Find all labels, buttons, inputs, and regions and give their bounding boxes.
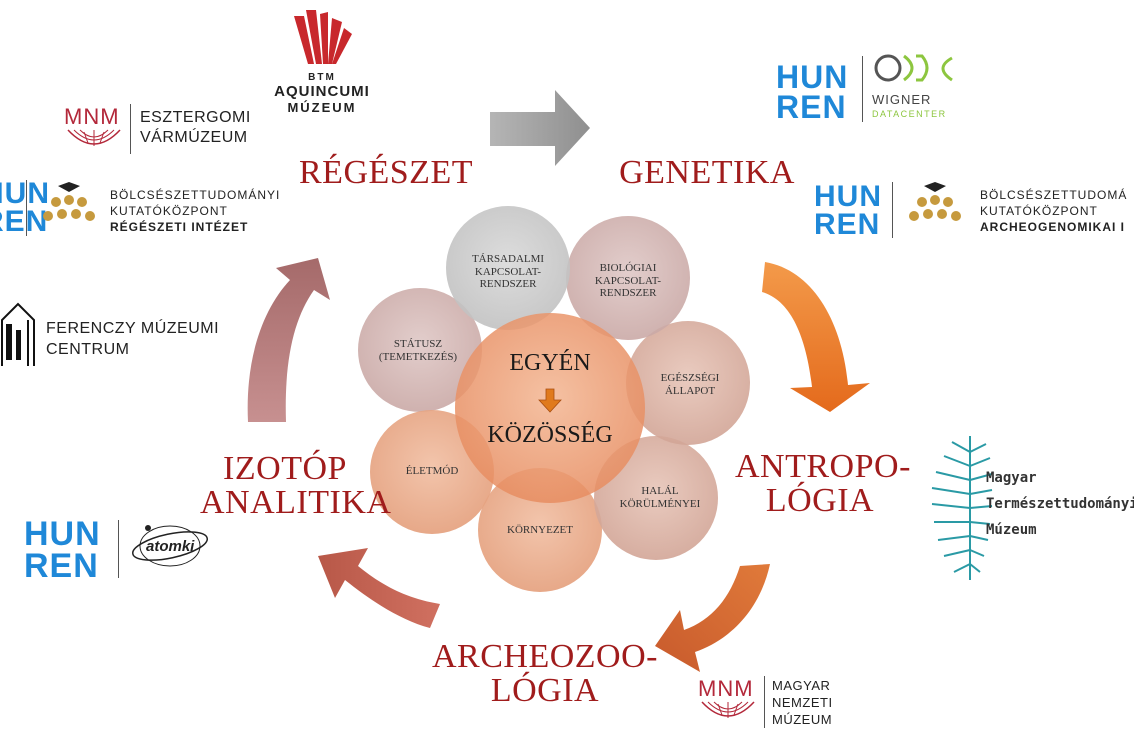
mnm-ornament-icon-2: [701, 701, 755, 718]
hunren-wordmark-regeszet: HUN REN: [0, 177, 50, 238]
esztergom-mnm-wordmark: MNM: [64, 104, 120, 129]
label-genetika: GENETIKA: [619, 154, 795, 191]
petal-label-egeszseg: EGÉSZSÉGI ÁLLAPOT: [660, 372, 720, 397]
petal-biologiai: [566, 216, 690, 340]
hunren-wordmark-archeogenomika: HUN REN: [814, 180, 882, 241]
mnm-ornament-icon: [67, 129, 121, 146]
petal-label-eletmod: ÉLETMÓD: [405, 465, 459, 477]
label-antropologia: ANTROPO- LÓGIA: [735, 448, 911, 519]
esztergom-divider: [130, 104, 131, 154]
arrow-archeozoologia-izotop: [318, 548, 440, 628]
hunren-wordmark-atomki: HUN REN: [24, 515, 101, 585]
petal-label-tarsadalmi: TÁRSADALMI KAPCSOLAT- RENDSZER: [471, 253, 545, 291]
petal-halal: [594, 436, 718, 560]
label-archeozoologia: ARCHEOZOO- LÓGIA: [432, 638, 658, 709]
hunren-divider-regeszet: [26, 180, 27, 236]
mnm-wordmark: MNM: [698, 676, 754, 701]
petal-label-halal: HALÁL KÖRÜLMÉNYEI: [619, 485, 701, 510]
esztergom-logo-text: ESZTERGOMI VÁRMÚZEUM: [140, 109, 251, 146]
aquincum-logo-icon: [294, 10, 352, 64]
arrow-genetika-antropologia: [762, 262, 870, 412]
mnm-logo-text: MAGYAR NEMZETI MÚZEUM: [772, 678, 833, 727]
label-izotop-analitika: IZOTÓP ANALITIKA: [200, 450, 392, 521]
hunren-divider-archeogenomika: [892, 182, 893, 238]
hunren-wordmark-wigner: HUN REN: [776, 59, 849, 125]
petal-label-biologiai: BIOLÓGIAI KAPCSOLAT- RENDSZER: [594, 262, 662, 300]
petal-egeszseg: [626, 321, 750, 445]
btk-archeogenomika-text: BÖLCSÉSZETTUDOMÁ KUTATÓKÖZPONT ARCHEOGEN…: [980, 188, 1128, 234]
btk-regeszet-text: BÖLCSÉSZETTUDOMÁNYI KUTATÓKÖZPONT RÉGÉSZ…: [110, 188, 281, 234]
arrow-izotop-regeszet: [247, 258, 330, 422]
petal-label-kornyezet: KÖRNYEZET: [507, 524, 573, 536]
petal-label-status: STÁTUSZ (TEMETKEZÉS): [378, 338, 458, 363]
label-regeszet: RÉGÉSZET: [299, 154, 473, 191]
wigner-logo-text: WIGNER DATACENTER: [872, 92, 947, 119]
mtm-logo-text: Magyar Természettudományi Múzeum: [986, 470, 1134, 538]
petal-tarsadalmi: [446, 206, 570, 330]
ferenczy-building-icon: [1, 302, 35, 366]
petal-status: [358, 288, 482, 412]
hunren-divider-atomki: [118, 520, 119, 578]
center-label-kozosseg: KÖZÖSSÉG: [487, 422, 613, 448]
arrow-antropologia-archeozoologia: [655, 564, 770, 672]
mnm-divider: [764, 676, 765, 728]
mtm-fern-icon: [931, 436, 993, 580]
hunren-divider-wigner: [862, 56, 863, 122]
center-label-egyen: EGYÉN: [509, 350, 591, 376]
wigner-wdc-icon: [874, 54, 953, 82]
atomki-wordmark: atomki: [146, 538, 195, 555]
btk-seeds-icon: [43, 182, 95, 221]
ferenczy-logo-text: FERENCZY MÚZEUMI CENTRUM: [46, 320, 220, 358]
btk-seeds-icon-2: [909, 182, 961, 221]
arrow-regeszet-genetika: [490, 90, 590, 166]
center-down-arrow: [538, 388, 562, 413]
atomki-orbit-icon: [131, 525, 209, 567]
aquincum-logo-text: BTM AQUINCUMI MÚZEUM: [274, 72, 370, 115]
